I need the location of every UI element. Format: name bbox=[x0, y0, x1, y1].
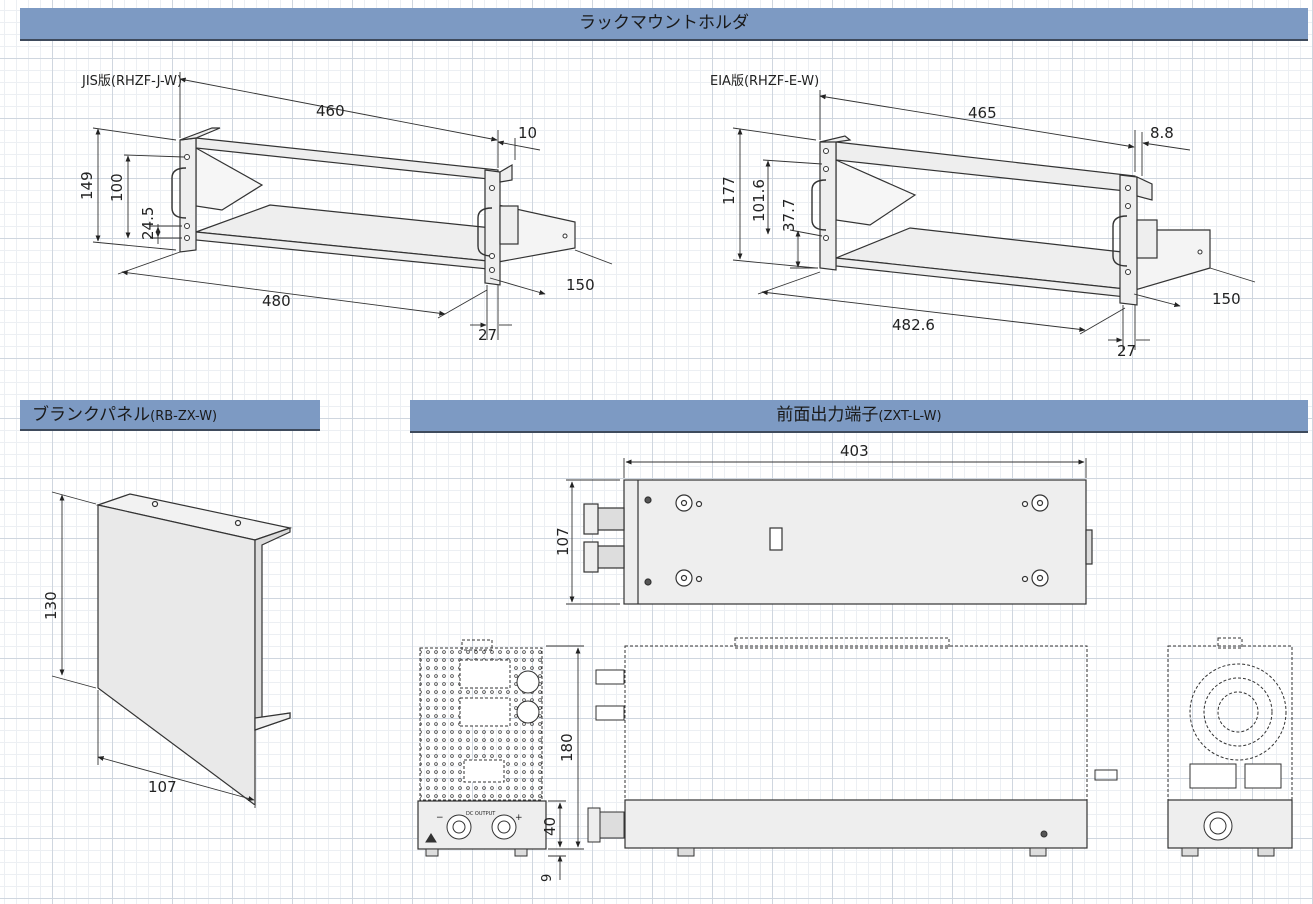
eia-dim-width: 465 bbox=[968, 104, 997, 122]
output-dim-foot-height: 9 bbox=[540, 874, 555, 882]
dc-plus-label: + bbox=[515, 813, 523, 823]
dc-minus-label: − bbox=[436, 813, 444, 823]
output-dim-unit-height: 180 bbox=[558, 733, 576, 762]
front-output-model: (ZXT-L-W) bbox=[878, 409, 942, 424]
blank-panel-title: ブランクパネル bbox=[32, 405, 151, 425]
eia-rack-holder-drawing bbox=[819, 135, 1211, 306]
output-front-view bbox=[417, 639, 547, 857]
eia-dim-hole-pitch: 37.7 bbox=[780, 199, 798, 232]
output-dim-terminal-height: 40 bbox=[541, 817, 559, 836]
output-dim-top-height: 107 bbox=[554, 527, 572, 556]
jis-dim-flange: 10 bbox=[518, 124, 537, 142]
eia-dim-depth: 150 bbox=[1212, 290, 1241, 308]
blank-panel-model: (RB-ZX-W) bbox=[150, 409, 218, 424]
eia-dim-flange: 8.8 bbox=[1150, 124, 1174, 142]
rack-mount-header: ラックマウントホルダ bbox=[20, 8, 1308, 41]
eia-dim-hole-span: 101.6 bbox=[750, 179, 768, 222]
rack-mount-title: ラックマウントホルダ bbox=[579, 13, 749, 33]
eia-dim-total-width: 482.6 bbox=[892, 316, 935, 334]
eia-dim-height: 177 bbox=[720, 176, 738, 205]
blank-panel-drawing bbox=[95, 493, 293, 807]
jis-dim-depth: 150 bbox=[566, 276, 595, 294]
blank-dim-width: 107 bbox=[148, 778, 177, 796]
front-output-header: 前面出力端子(ZXT-L-W) bbox=[410, 400, 1308, 433]
output-top-view bbox=[583, 479, 1093, 605]
jis-dim-hole-span: 100 bbox=[108, 173, 126, 202]
jis-label: JIS版(RHZF-J-W) bbox=[82, 74, 183, 89]
output-side-view bbox=[587, 637, 1118, 857]
blank-panel-header: ブランクパネル(RB-ZX-W) bbox=[20, 400, 320, 431]
jis-dim-height: 149 bbox=[78, 171, 96, 200]
blank-dim-height: 130 bbox=[42, 591, 60, 620]
jis-dim-width: 460 bbox=[316, 102, 345, 120]
jis-dim-hole-pitch: 24.5 bbox=[139, 207, 157, 240]
front-output-title: 前面出力端子 bbox=[776, 405, 879, 425]
output-dim-length: 403 bbox=[840, 442, 869, 460]
jis-dim-offset: 27 bbox=[478, 326, 497, 344]
dc-output-label: DC OUTPUT bbox=[466, 811, 496, 817]
eia-dim-offset: 27 bbox=[1117, 342, 1136, 360]
output-rear-view bbox=[1167, 637, 1293, 857]
jis-dim-total-width: 480 bbox=[262, 292, 291, 310]
eia-label: EIA版(RHZF-E-W) bbox=[710, 74, 820, 89]
jis-rack-holder-drawing bbox=[179, 127, 576, 286]
